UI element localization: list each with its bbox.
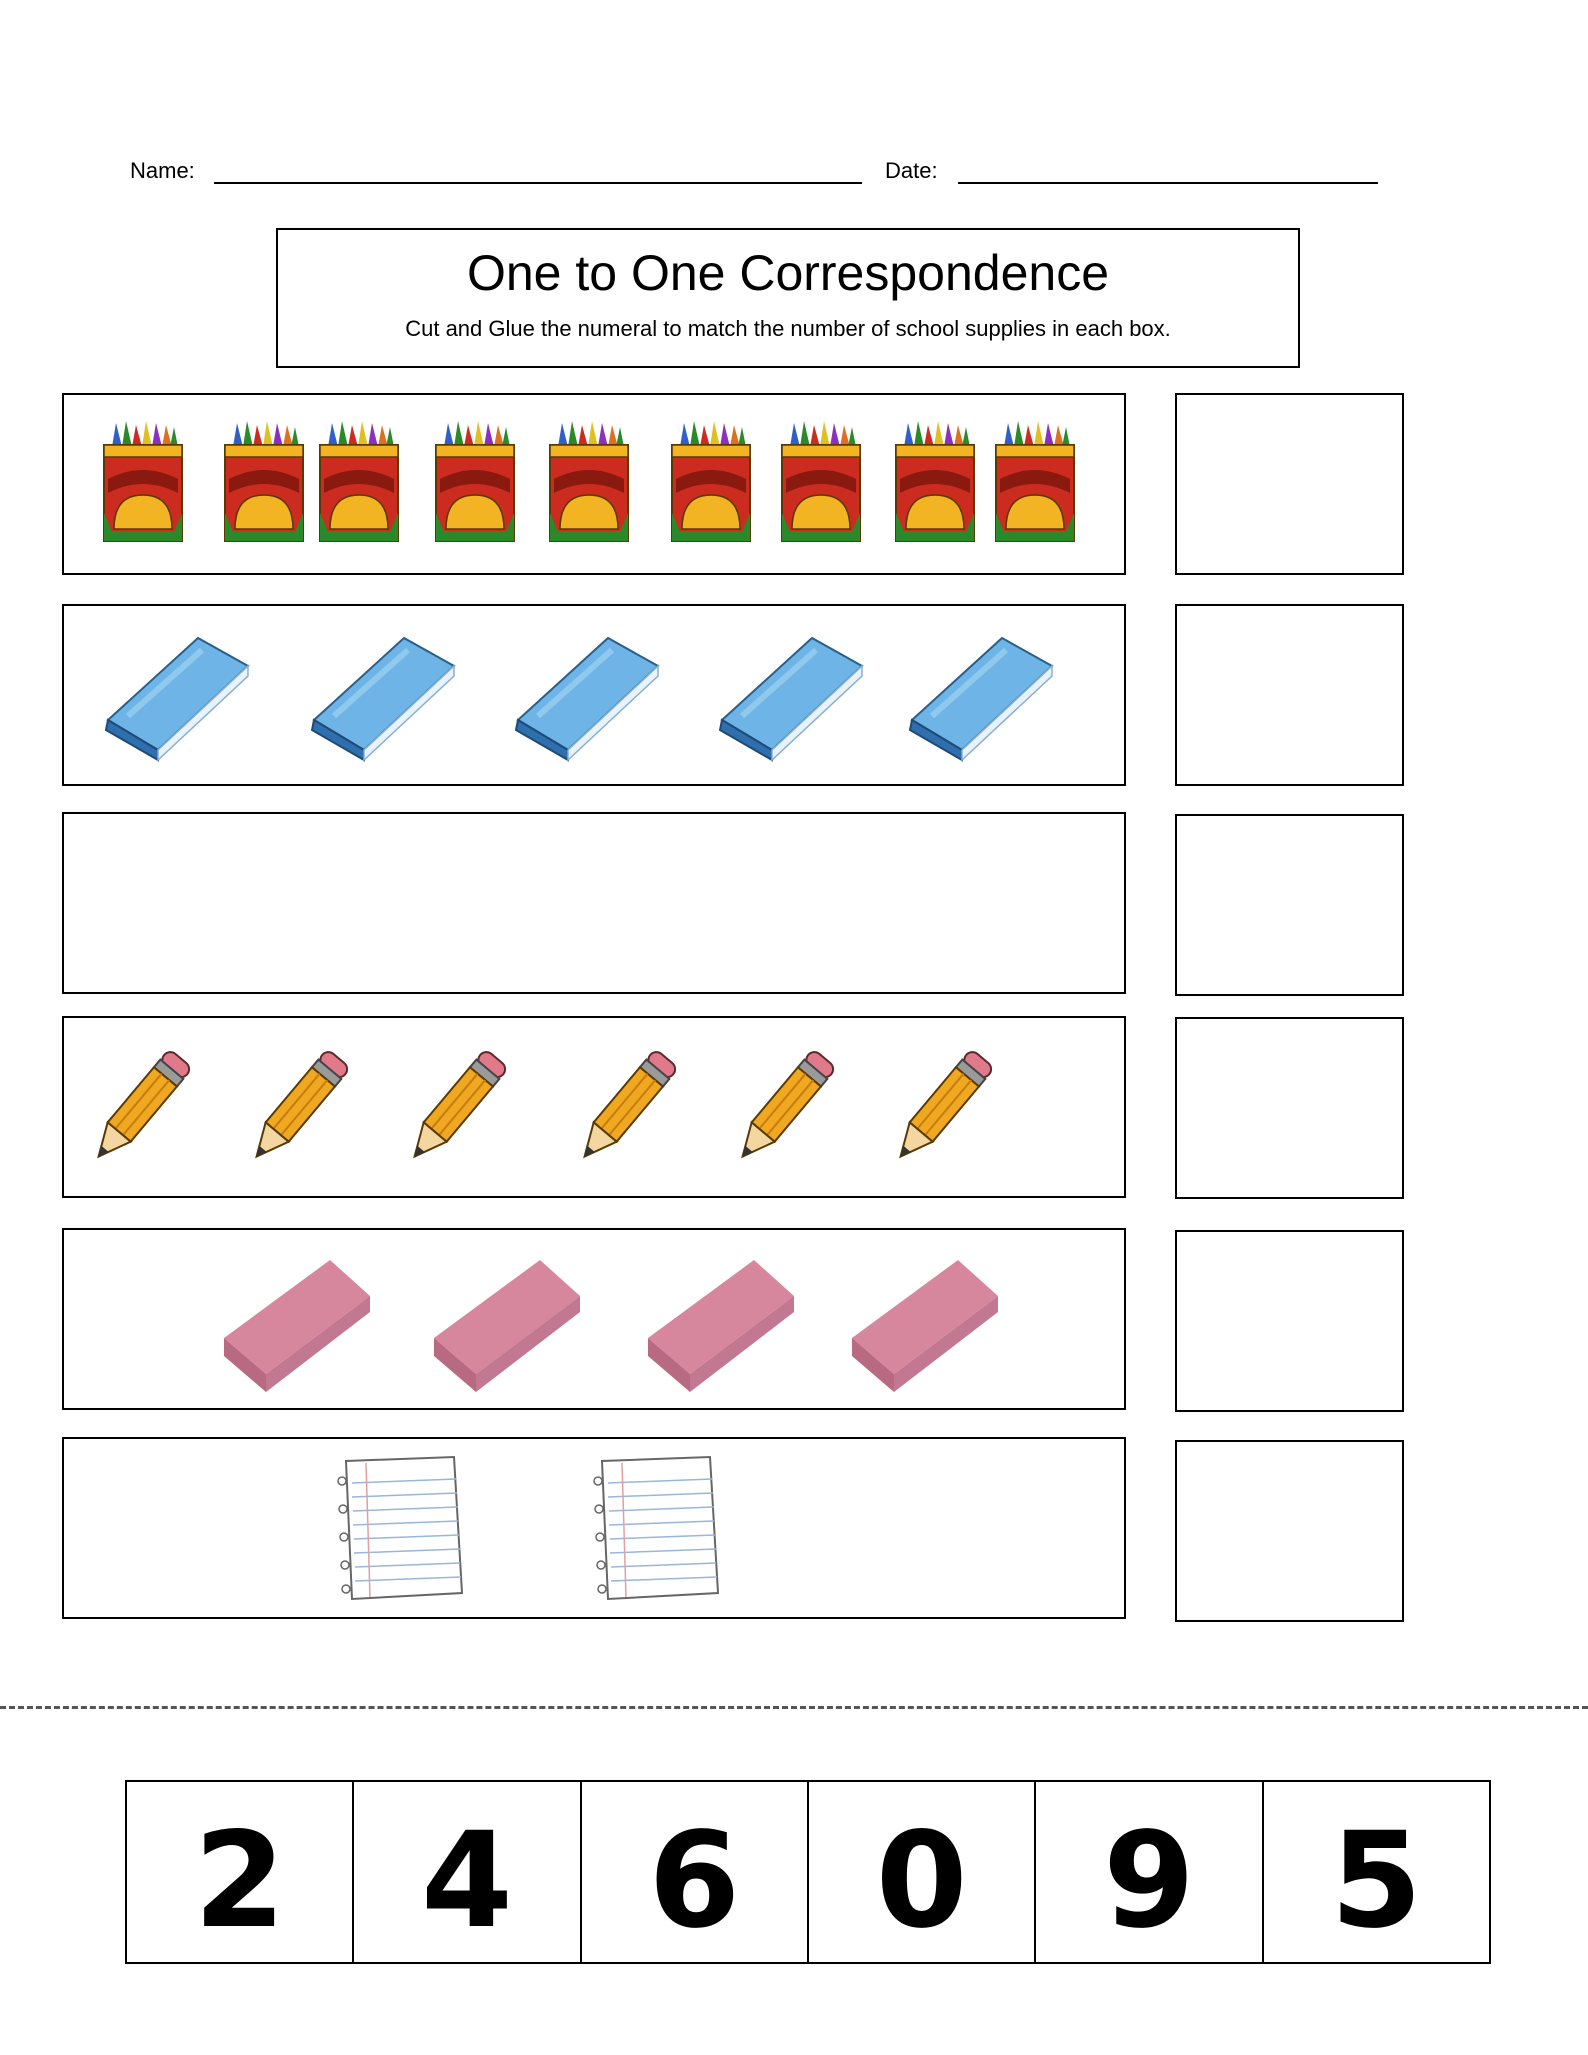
- numeral-cutout[interactable]: 4: [354, 1782, 582, 1962]
- crayon-box-icon: [666, 417, 756, 547]
- pencil-icon: [86, 1036, 196, 1176]
- book-icon: [304, 632, 464, 762]
- title-box: One to One Correspondence Cut and Glue t…: [276, 228, 1300, 368]
- numeral-cutout[interactable]: 0: [809, 1782, 1037, 1962]
- book-icon: [712, 632, 872, 762]
- crayon-box-icon: [990, 417, 1080, 547]
- answer-box[interactable]: [1175, 814, 1404, 996]
- header: Name: Date:: [130, 158, 1378, 198]
- count-row-books: [62, 604, 1126, 786]
- date-field[interactable]: [958, 182, 1378, 184]
- page-title: One to One Correspondence: [466, 245, 1110, 301]
- crayon-box-icon: [219, 417, 309, 547]
- pencil-icon: [888, 1036, 998, 1176]
- answer-box[interactable]: [1175, 1017, 1404, 1199]
- pencil-icon: [244, 1036, 354, 1176]
- crayon-box-icon: [890, 417, 980, 547]
- crayon-box-icon: [430, 417, 520, 547]
- eraser-icon: [634, 1246, 804, 1396]
- numeral-cutout[interactable]: 2: [127, 1782, 355, 1962]
- eraser-icon: [210, 1246, 380, 1396]
- numeral-cutout[interactable]: 6: [582, 1782, 809, 1962]
- name-field[interactable]: [214, 182, 862, 184]
- crayon-box-icon: [314, 417, 404, 547]
- eraser-icon: [838, 1246, 1008, 1396]
- pencil-icon: [402, 1036, 512, 1176]
- answer-box[interactable]: [1175, 604, 1404, 786]
- eraser-icon: [420, 1246, 590, 1396]
- crayon-box-icon: [544, 417, 634, 547]
- count-row-empty: [62, 812, 1126, 994]
- answer-box[interactable]: [1175, 393, 1404, 575]
- book-icon: [902, 632, 1062, 762]
- notebook-paper-icon: [582, 1453, 722, 1603]
- pencil-icon: [572, 1036, 682, 1176]
- instructions: Cut and Glue the numeral to match the nu…: [405, 316, 1171, 341]
- numeral-cutouts: 2 4 6 0 9 5: [125, 1780, 1491, 1964]
- name-label: Name:: [130, 158, 195, 183]
- numeral-cutout[interactable]: 5: [1330, 1804, 1423, 1958]
- count-row-pencils: [62, 1016, 1126, 1198]
- cut-line: [0, 1706, 1588, 1709]
- book-icon: [508, 632, 668, 762]
- count-row-erasers: [62, 1228, 1126, 1410]
- crayon-box-icon: [776, 417, 866, 547]
- answer-box[interactable]: [1175, 1230, 1404, 1412]
- crayon-box-icon: [98, 417, 188, 547]
- book-icon: [98, 632, 258, 762]
- answer-box[interactable]: [1175, 1440, 1404, 1622]
- count-row-crayons: [62, 393, 1126, 575]
- notebook-paper-icon: [326, 1453, 466, 1603]
- count-row-notebooks: [62, 1437, 1126, 1619]
- date-label: Date:: [885, 158, 938, 183]
- pencil-icon: [730, 1036, 840, 1176]
- numeral-cutout[interactable]: 9: [1036, 1782, 1264, 1962]
